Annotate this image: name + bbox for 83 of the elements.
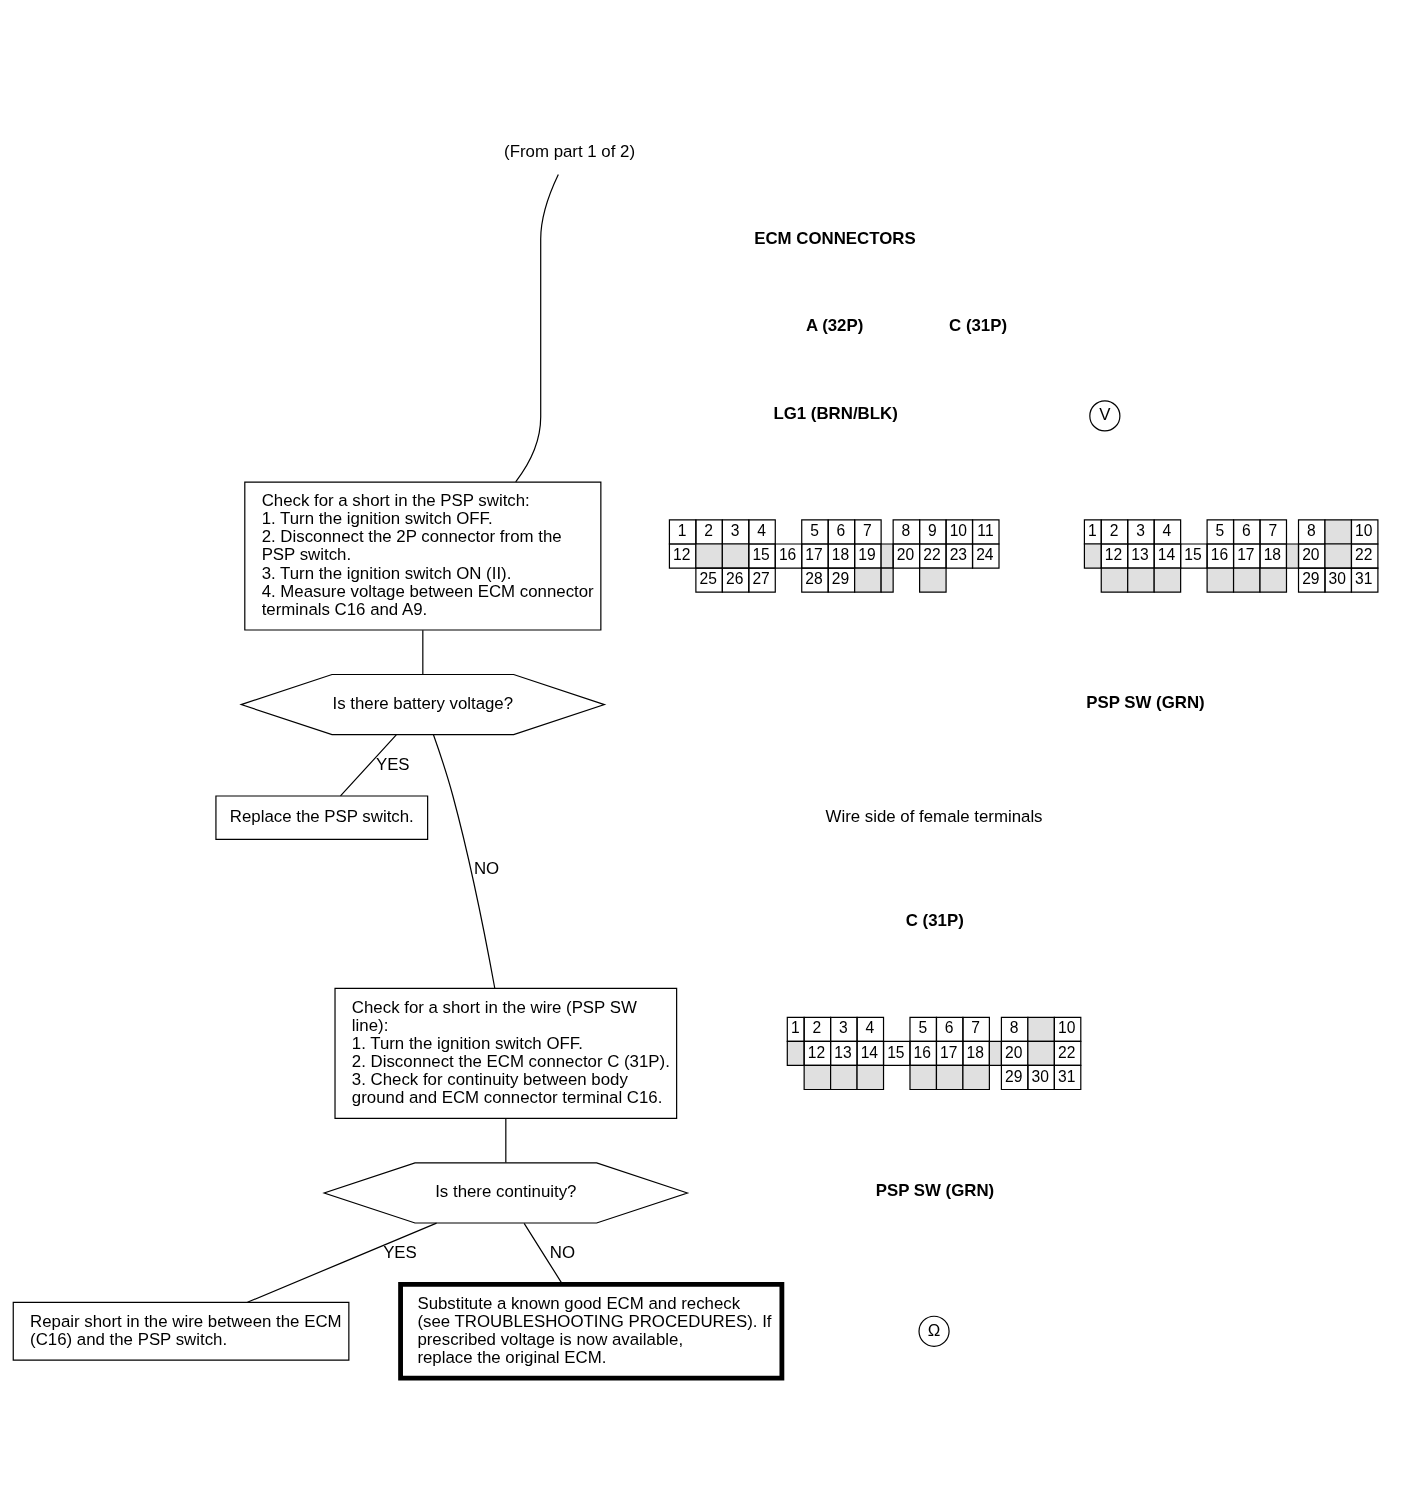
label: 8: [901, 521, 911, 539]
label: 2: [1109, 521, 1119, 539]
label: 22: [1355, 545, 1373, 563]
label: V: [1099, 404, 1111, 424]
edge-label: NO: [473, 858, 500, 878]
label: 29: [1005, 1067, 1023, 1085]
edge-label: NO: [549, 1242, 575, 1262]
label: Ω: [927, 1320, 941, 1340]
label: 20: [1302, 545, 1320, 563]
label: 12: [807, 1043, 826, 1060]
label: 17: [1237, 545, 1255, 563]
label: 7: [863, 521, 872, 539]
label: 5: [1215, 521, 1225, 539]
label: 4: [1162, 521, 1172, 539]
label: C (31P): [905, 910, 964, 930]
label: 11: [977, 521, 994, 539]
label: 8: [1009, 1018, 1019, 1036]
label: A (32P): [805, 315, 864, 335]
label: 16: [913, 1043, 931, 1060]
label: 26: [725, 569, 744, 587]
label: 3: [730, 521, 740, 539]
label: 18: [966, 1043, 984, 1060]
label: 5: [810, 521, 819, 539]
label: 3: [1136, 521, 1145, 539]
label: 6: [836, 521, 846, 539]
label: 28: [805, 569, 823, 587]
label: 10: [1057, 1018, 1076, 1036]
label: 29: [831, 569, 850, 587]
label: 10: [949, 521, 968, 539]
label: 23: [949, 545, 968, 563]
label: 2: [812, 1018, 822, 1036]
label: 19: [858, 545, 876, 563]
label: 7: [971, 1018, 981, 1036]
label: 15: [1184, 545, 1202, 563]
label: 8: [1306, 521, 1316, 539]
label: 22: [1057, 1043, 1076, 1060]
label: 15: [752, 545, 770, 563]
label: C (31P): [949, 315, 1008, 335]
edge-label: YES: [375, 754, 410, 774]
label: LG1 (BRN/BLK): [773, 403, 898, 423]
label: 3: [839, 1018, 848, 1036]
node-text: (From part 1 of 2): [504, 141, 636, 161]
label: 13: [834, 1043, 852, 1060]
label: PSP SW (GRN): [1086, 692, 1205, 712]
label: 25: [699, 569, 717, 587]
label: 16: [778, 545, 797, 563]
label: 29: [1302, 569, 1320, 587]
label: 20: [896, 545, 915, 563]
label: 14: [1157, 545, 1176, 563]
label: 12: [673, 545, 691, 563]
label: Wire side of female terminals: [825, 806, 1043, 826]
label: 4: [865, 1018, 875, 1036]
label: 17: [940, 1043, 958, 1060]
edge-label: YES: [383, 1242, 417, 1262]
label: 10: [1355, 521, 1373, 539]
label: 1: [790, 1018, 800, 1036]
label: 14: [860, 1043, 879, 1060]
label: 2: [704, 521, 713, 539]
label: 6: [944, 1018, 954, 1036]
label: 20: [1005, 1043, 1023, 1060]
label: 1: [677, 521, 687, 539]
label: 9: [928, 521, 937, 539]
label: 6: [1241, 521, 1251, 539]
label: 16: [1210, 545, 1229, 563]
label: 22: [923, 545, 941, 563]
label: 17: [805, 545, 823, 563]
label: 7: [1268, 521, 1278, 539]
label: 18: [1263, 545, 1282, 563]
label: 31: [1355, 569, 1373, 587]
label: 5: [918, 1018, 928, 1036]
label: 24: [976, 545, 994, 563]
label: 12: [1104, 545, 1123, 563]
label: 30: [1328, 569, 1346, 587]
label: PSP SW (GRN): [875, 1180, 995, 1200]
label: ECM CONNECTORS: [754, 228, 916, 248]
label: 31: [1057, 1067, 1076, 1085]
label: 13: [1131, 545, 1149, 563]
label: 30: [1031, 1067, 1049, 1085]
label: 18: [831, 545, 850, 563]
label: 4: [757, 521, 766, 539]
label: 1: [1088, 521, 1097, 539]
label: 27: [752, 569, 770, 587]
label: 15: [887, 1043, 905, 1060]
